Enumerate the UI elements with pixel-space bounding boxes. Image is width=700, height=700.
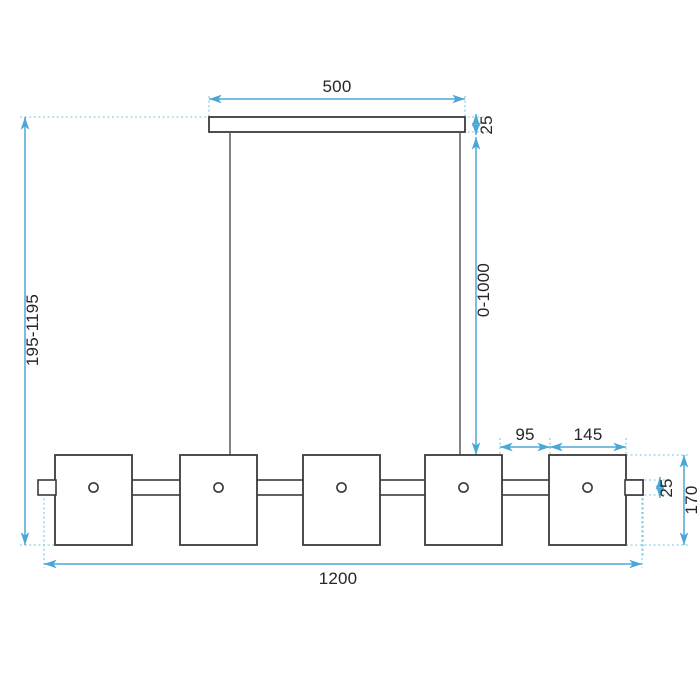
rod-end-cap-left — [37, 479, 57, 496]
lamp-hole-group — [88, 482, 593, 493]
lamp-hole-3 — [336, 482, 347, 493]
label-shade-height: 170 — [682, 486, 700, 515]
lamp-shade-box-3 — [302, 454, 381, 546]
label-rod-thickness: 25 — [657, 478, 676, 497]
rod-end-caps — [37, 479, 644, 496]
lamp-shade-box-4 — [424, 454, 503, 546]
label-shade-width: 145 — [574, 425, 603, 444]
lamp-hole-2 — [213, 482, 224, 493]
lamp-shade-group — [54, 454, 627, 546]
label-canopy-thickness: 25 — [477, 115, 496, 134]
suspension-cables — [229, 132, 461, 456]
lamp-shade-box-1 — [54, 454, 133, 546]
extension-lines — [20, 96, 688, 568]
label-total-length: 1200 — [319, 569, 358, 588]
label-gap: 95 — [515, 425, 534, 444]
label-canopy-width: 500 — [323, 77, 352, 96]
lamp-hole-5 — [582, 482, 593, 493]
dimension-lines — [20, 94, 689, 569]
lamp-hole-1 — [88, 482, 99, 493]
ceiling-canopy — [208, 116, 466, 133]
lamp-shade-box-5 — [548, 454, 627, 546]
rod-end-cap-right — [624, 479, 644, 496]
label-total-height: 195-1195 — [23, 294, 42, 366]
label-drop: 0-1000 — [474, 263, 493, 317]
lamp-shade-box-2 — [179, 454, 258, 546]
lamp-hole-4 — [458, 482, 469, 493]
